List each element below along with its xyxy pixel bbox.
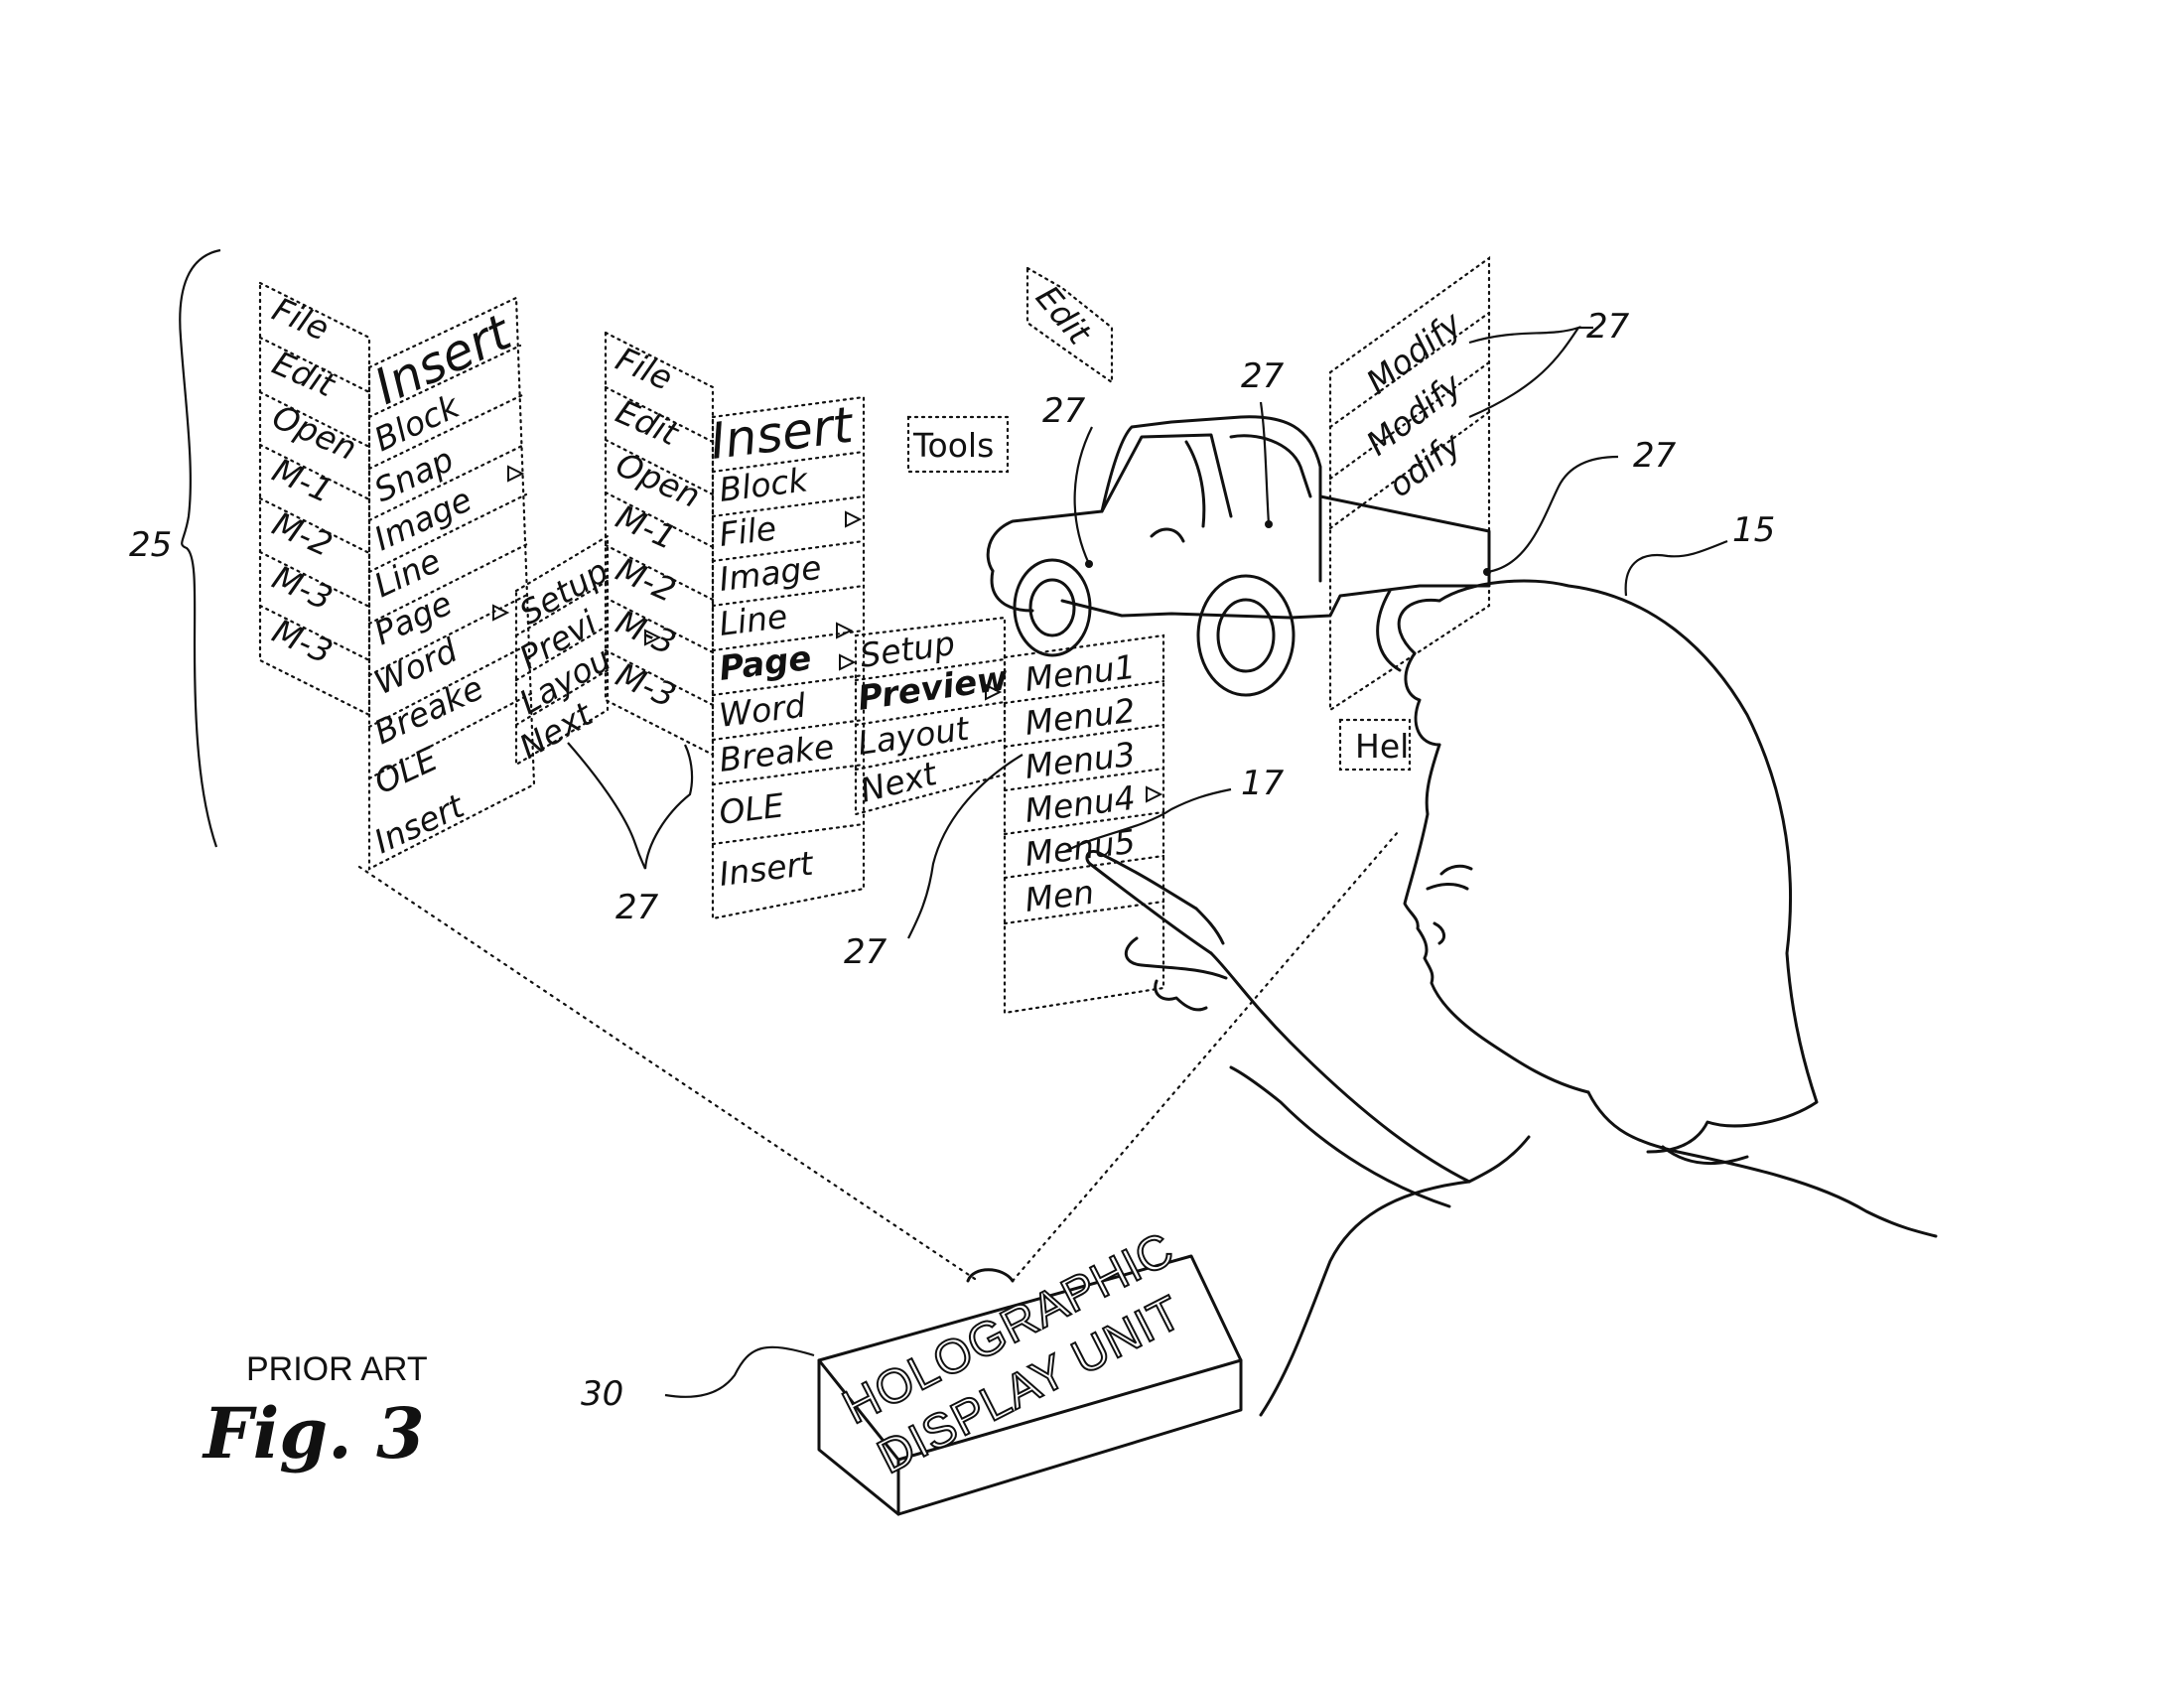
menu-b-item-edit[interactable]: Edit [611,392,685,454]
ref-27-menu-b: 27 [844,932,887,972]
menu-b-right-column: Insert Block File Image Line Page Word B… [707,396,866,920]
menu-c-item-1[interactable]: Menu1 [1023,647,1138,699]
submenu-arrow-icon [839,653,857,671]
ref-17: 17 [1241,764,1285,803]
menu-a-item-m2[interactable]: M-2 [267,504,339,565]
menu-b-item-insert[interactable]: Insert [717,844,816,894]
help-floating-box: Hel [1338,718,1412,772]
tools-floating-box: Tools [906,415,1010,474]
ref-27-truck-bed: 27 [1241,356,1285,396]
menu-a-right-column: Insert Block Snap Image Line Page Word B… [366,296,536,871]
menu-b-left-column: File Edit Open M-1 M-2 M-3 M-3 [604,331,715,757]
menu-a-item-m1[interactable]: M-1 [267,451,339,511]
menu-a-item-file[interactable]: File [267,290,336,349]
figure-caption: PRIOR ART Fig. 3 [202,1350,428,1475]
submenu-arrow-icon [1146,785,1163,803]
menu-b-item-insert-header[interactable]: Insert [707,396,858,471]
submenu-arrow-icon [836,622,854,639]
submenu-arrow-icon [985,683,1003,701]
menu-b-item-m2[interactable]: M-2 [611,550,682,611]
pickup-truck-illustration [986,415,1491,697]
menu-c-item-6[interactable]: Men [1023,873,1096,919]
menu-a-left-column: File Edit Open M-1 M-2 M-3 M-3 [258,281,371,717]
submenu-arrow-icon [507,465,525,483]
person-illustration [1085,579,1938,1417]
menu-a-item-m3b[interactable]: M-3 [267,612,339,672]
brace-25: 25 [129,248,221,848]
menu-b-sub-next[interactable]: Next [857,754,942,810]
menu-b-item-file2[interactable]: File [717,508,778,554]
ref-15: 15 [1732,510,1775,550]
ref-27-modify: 27 [1586,307,1630,347]
floating-edit-label[interactable]: Edit [1028,278,1100,352]
menu-a-item-edit[interactable]: Edit [267,344,341,405]
edit-floating-box: Edit [1025,266,1114,385]
menu-b-item-word[interactable]: Word [717,685,808,734]
menu-b-item-image[interactable]: Image [717,548,823,599]
ref-25: 25 [129,525,172,565]
floating-tools-label[interactable]: Tools [912,426,994,465]
menu-a-item-m3[interactable]: M-3 [267,558,339,619]
prior-art-label: PRIOR ART [246,1350,428,1388]
ref-27-menu-a: 27 [615,888,659,927]
floating-help-label[interactable]: Hel [1355,727,1409,766]
menu-b-item-page[interactable]: Page [717,638,813,689]
menu-b-submenu: Setup Preview Layout Next [836,616,1011,816]
projection-beams [357,830,1400,1283]
submenu-arrow-icon [492,604,510,622]
holographic-display-unit: HOLOGRAPHIC DISPLAY UNIT [817,1222,1243,1516]
menu-a-submenu: Setup Previ Layou Next [513,534,617,767]
ref-30: 30 [581,1374,623,1414]
menu-b-item-file[interactable]: File [611,340,679,398]
ref-27-truck-door: 27 [1042,391,1086,431]
ref-27-tailgate: 27 [1633,436,1677,476]
submenu-arrow-icon [644,629,662,646]
modify-menu: Modify Modify odify [1328,255,1491,713]
submenu-arrow-icon [845,510,863,528]
menu-b-item-m3b[interactable]: M-3 [611,655,682,716]
figure-number: Fig. 3 [202,1392,425,1475]
reference-labels: 27 27 27 27 27 27 15 17 30 [567,307,1775,1414]
menu-b-item-ole[interactable]: OLE [717,785,786,832]
menu-a-item-ole[interactable]: OLE [368,739,444,801]
menu-b-item-line[interactable]: Line [717,597,789,643]
